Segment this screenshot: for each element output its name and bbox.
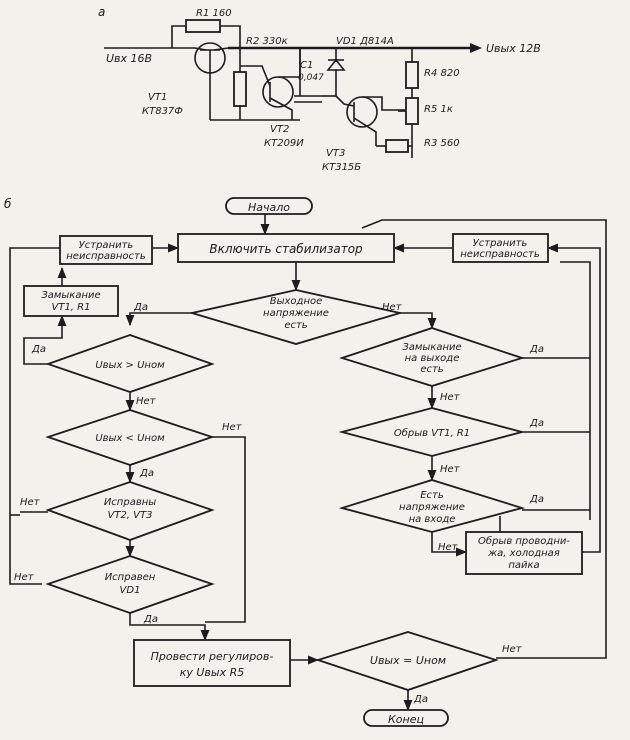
less-than-yes: Да <box>139 468 154 479</box>
turn-on-stabilizer-label: Включить стабилизатор <box>209 242 363 256</box>
vd1-ok-decision <box>45 555 215 614</box>
vt2-type-label: КТ209И <box>264 138 304 149</box>
output-short-yes: Да <box>529 344 544 355</box>
equal-nominal-label: Uвых = Uном <box>370 654 446 667</box>
output-voltage-line2: напряжение <box>263 308 329 319</box>
input-voltage-line3: на входе <box>409 514 456 525</box>
r1-wire <box>171 25 186 48</box>
equal-nominal-yes: Да <box>413 694 428 705</box>
vt3-type-label: КТ315Б <box>322 162 361 173</box>
r1-resistor <box>185 19 221 33</box>
c1-label: C1 <box>300 60 313 71</box>
fix-fault-right-box <box>452 233 549 263</box>
cold-solder-line1: Обрыв проводни- <box>478 535 570 547</box>
less-than-no: Нет <box>222 422 243 433</box>
cold-solder-line3: пайка <box>508 560 539 571</box>
equal-nominal-decision <box>315 631 499 691</box>
r5-label: R5 1к <box>424 104 453 115</box>
vt1-r1-break-yes: Да <box>529 418 544 429</box>
adjust-output-box <box>133 639 291 687</box>
less-than-nominal-label: Uвых < Uном <box>95 433 165 444</box>
vt1-r1-break-no: Нет <box>440 464 461 475</box>
output-arrow-icon <box>470 43 482 53</box>
output-short-no: Нет <box>440 392 461 403</box>
short-vt1-r1-line2: VT1, R1 <box>52 302 91 313</box>
output-short-line2: на выходе <box>405 353 460 364</box>
adjust-output-line1: Провести регулиров- <box>151 650 274 663</box>
r2-resistor <box>233 71 247 107</box>
input-voltage-decision <box>338 479 526 533</box>
fix-fault-left-line2: неисправность <box>66 251 146 262</box>
short-vt1-r1-line1: Замыкание <box>41 290 100 301</box>
vt1-r1-break-label: Обрыв VT1, R1 <box>394 427 470 439</box>
r3-resistor <box>385 139 409 153</box>
vd1-label: VD1 Д814А <box>336 36 394 47</box>
output-voltage-line3: есть <box>284 320 307 331</box>
input-voltage-yes: Да <box>529 494 544 505</box>
vt1-r1-break-decision <box>338 407 526 457</box>
end-label: Конец <box>388 713 424 726</box>
c1-value-label: 0,047 <box>298 73 324 83</box>
broken-wire-cold-solder-box <box>465 531 583 575</box>
vd1-ok-line1: Исправен <box>105 572 156 583</box>
output-short-line1: Замыкание <box>402 342 461 353</box>
flowchart-panel: б <box>4 197 607 727</box>
vt2-vt3-ok-decision <box>45 481 215 541</box>
output-voltage-yes: Да <box>133 302 148 313</box>
greater-than-no: Нет <box>136 396 157 407</box>
greater-than-yes: Да <box>31 344 46 355</box>
r2-label: R2 330к <box>246 36 288 47</box>
output-voltage-decision <box>188 289 404 345</box>
greater-than-nominal-label: Uвых > Uном <box>95 360 165 371</box>
input-voltage-label: Uвх 16В <box>106 52 152 65</box>
less-than-nominal-decision <box>45 409 215 466</box>
vd1-no: Нет <box>14 572 35 583</box>
output-voltage-label: Uвых 12В <box>486 42 541 55</box>
fix-fault-left-box <box>59 235 153 265</box>
vt2-vt3-ok-line2: VT2, VT3 <box>108 510 153 521</box>
start-terminator <box>225 197 313 215</box>
flow-connectors <box>9 212 607 712</box>
r3-label: R3 560 <box>424 138 460 149</box>
fix-fault-right-line2: неисправность <box>460 249 540 260</box>
vd1-ok-line2: VD1 <box>120 585 141 596</box>
input-voltage-no: Нет <box>438 542 459 553</box>
input-voltage-line1: Есть <box>420 490 444 501</box>
r1-label: R1 160 <box>196 8 232 19</box>
fix-fault-right-line1: Устранить <box>473 238 528 249</box>
vd1-yes: Да <box>143 614 158 625</box>
panel-b-label: б <box>4 197 12 211</box>
equal-nominal-no: Нет <box>502 644 523 655</box>
greater-than-nominal-decision <box>45 334 215 393</box>
vt2-label: VT2 <box>270 124 289 135</box>
schematic-panel: а Uвх 16В Uвых 12В R1 160 VT1 КТ837Ф R2 … <box>98 5 541 173</box>
start-label: Начало <box>248 201 290 214</box>
turn-on-stabilizer-box <box>177 233 395 263</box>
vt1-label: VT1 <box>148 92 167 103</box>
cold-solder-line2: жа, холодная <box>487 548 560 559</box>
panel-a-label: а <box>98 5 105 19</box>
vt2-vt3-ok-line1: Исправны <box>104 497 156 508</box>
input-voltage-line2: напряжение <box>399 502 465 513</box>
fix-fault-left-line1: Устранить <box>79 240 134 251</box>
vt1-type-label: КТ837Ф <box>142 106 183 117</box>
r5-potentiometer <box>405 97 419 125</box>
vt2-vt3-no: Нет <box>20 497 41 508</box>
short-vt1-r1-box <box>23 285 119 317</box>
output-voltage-no: Нет <box>382 302 403 313</box>
output-voltage-line1: Выходное <box>270 296 323 307</box>
r4-label: R4 820 <box>424 68 460 79</box>
r4-resistor <box>405 61 419 89</box>
vt3-label: VT3 <box>326 148 345 159</box>
output-short-line3: есть <box>420 364 443 375</box>
output-short-decision <box>339 327 525 387</box>
end-terminator <box>363 709 449 727</box>
adjust-output-line2: ку Uвых R5 <box>180 666 245 679</box>
